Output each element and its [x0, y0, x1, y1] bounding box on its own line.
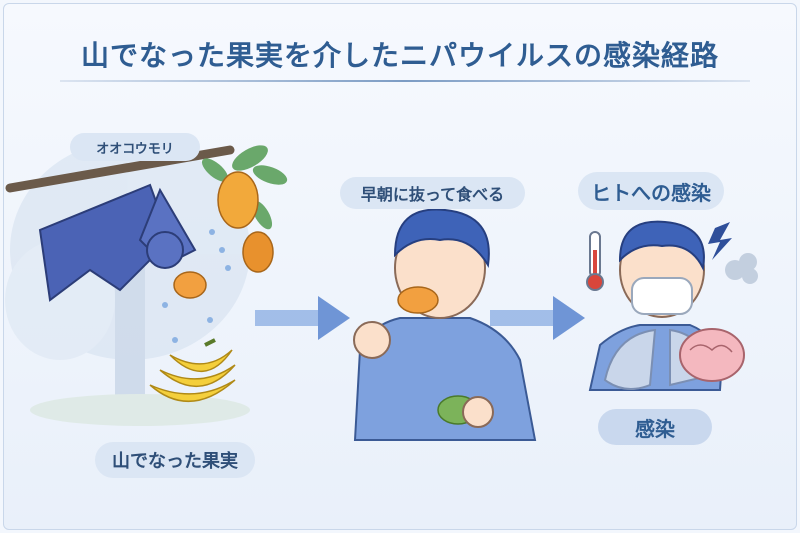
- mango-icon: [217, 171, 274, 273]
- label-eating: 早朝に抜って食べる: [340, 177, 525, 209]
- label-human-infection: ヒトへの感染: [578, 172, 724, 210]
- arrow-icon-2: [490, 296, 585, 340]
- thermometer-icon: [586, 231, 604, 291]
- drip-icons: [162, 229, 231, 343]
- brain-icon: [679, 328, 745, 382]
- person-eating-icon: [353, 208, 537, 441]
- banana-icon: [149, 338, 236, 403]
- cough-cloud-icon: [725, 253, 758, 284]
- bat-icon: [38, 183, 207, 302]
- label-infection: 感染: [598, 409, 712, 445]
- label-bat: オオコウモリ: [70, 133, 200, 161]
- lightning-icon: [708, 222, 732, 260]
- title-divider: [60, 80, 750, 82]
- label-fruit: 山でなった果実: [95, 442, 255, 478]
- page-title: 山でなった果実を介したニパウイルスの感染経路: [80, 39, 719, 72]
- arrow-icon-1: [255, 296, 350, 340]
